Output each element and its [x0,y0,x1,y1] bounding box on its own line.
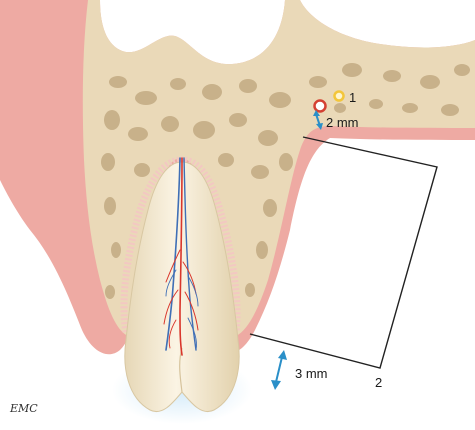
foramen-marker-red [315,101,326,112]
label-3mm: 3 mm [295,366,328,381]
label-point-1: 1 [349,90,356,105]
publisher-logo: EMC [9,402,38,415]
foramen-marker-yellow [335,92,344,101]
label-point-2: 2 [375,375,382,390]
arrow-3mm [271,350,287,390]
label-2mm: 2 mm [326,115,359,130]
